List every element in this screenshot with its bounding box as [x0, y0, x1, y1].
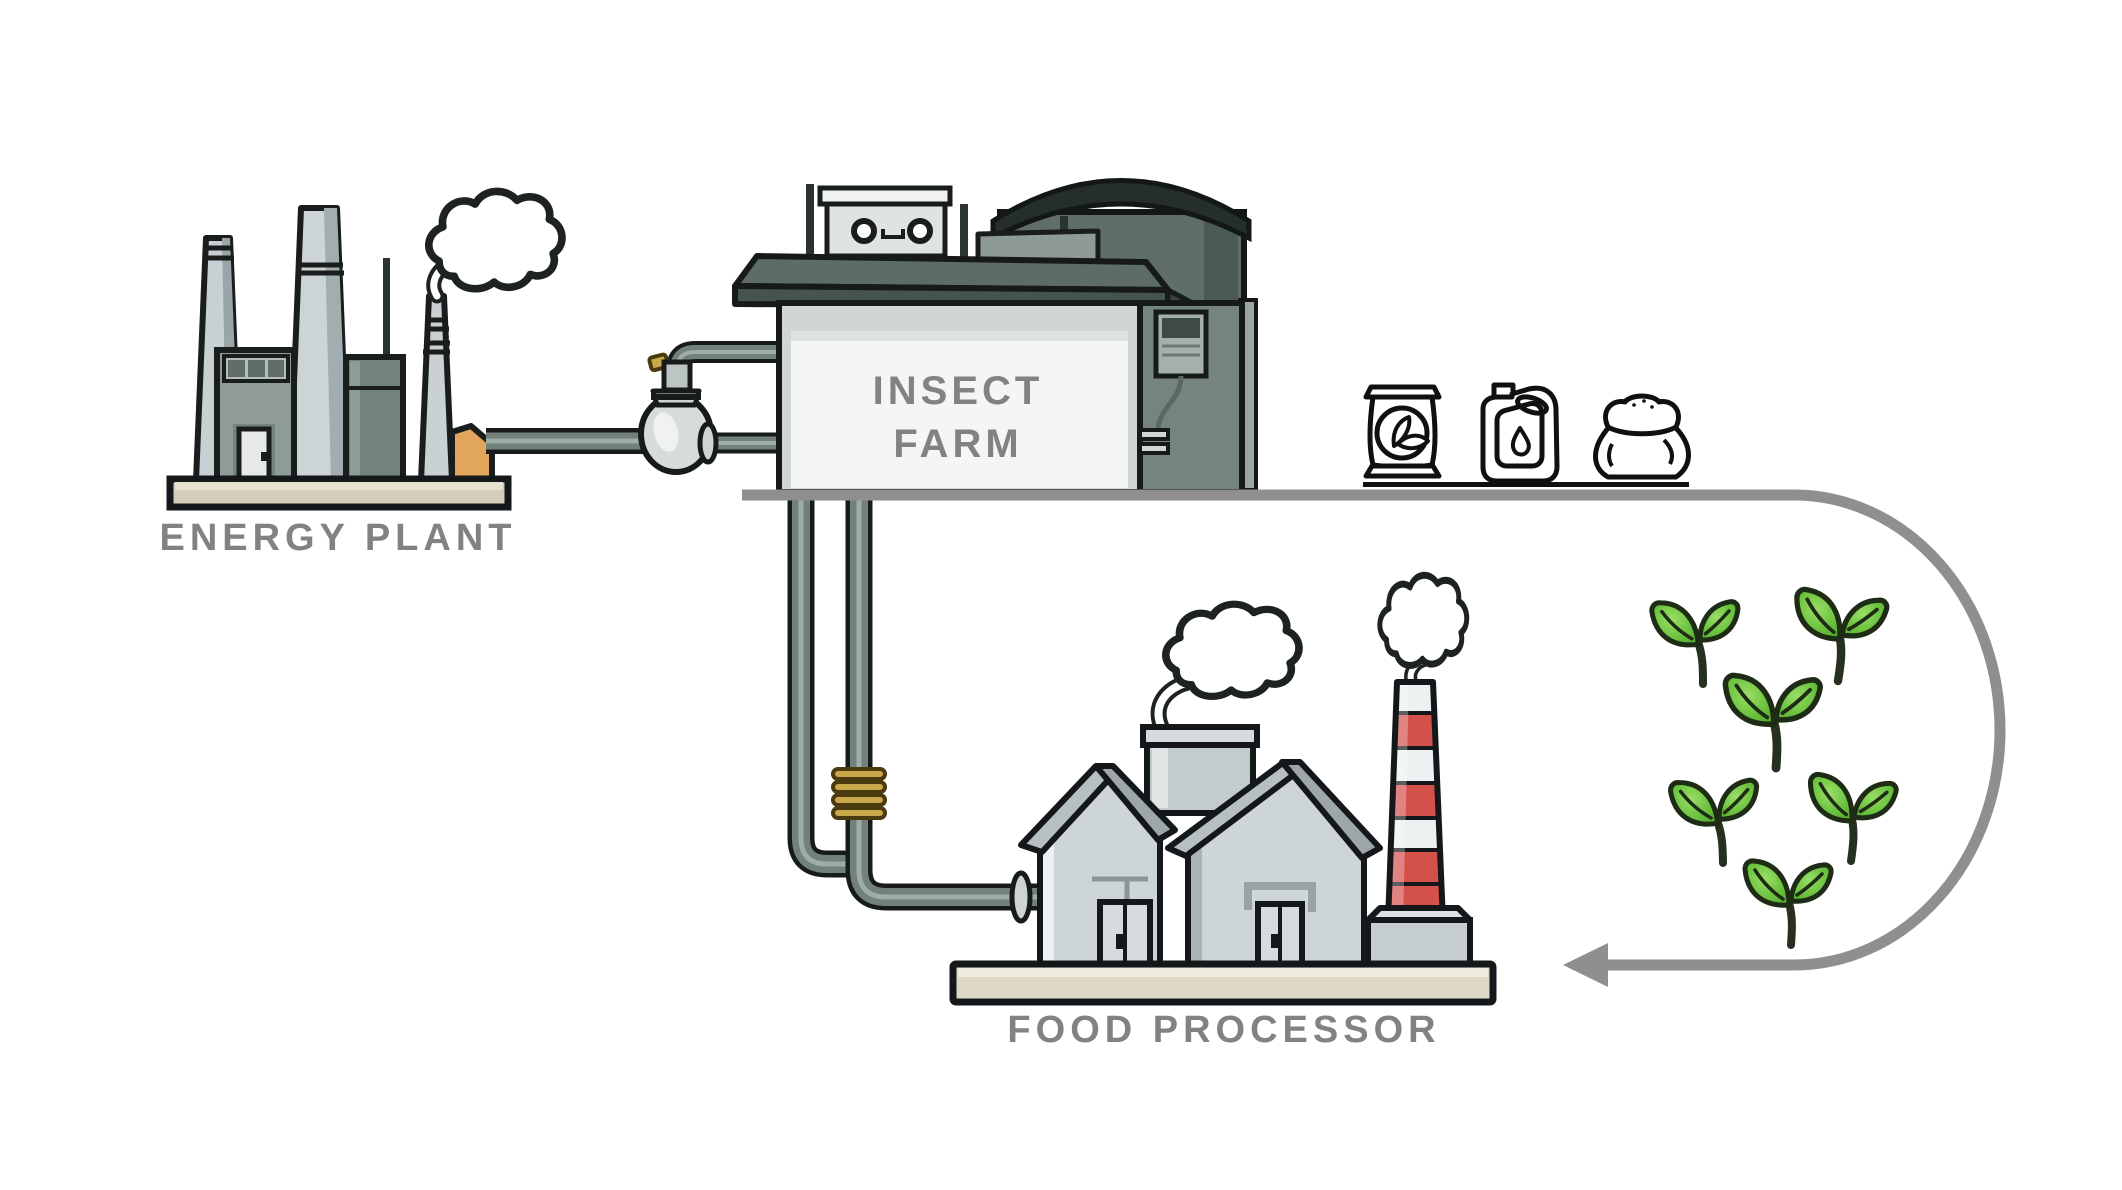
product-shelf — [1363, 382, 1691, 487]
smoke-icon — [1150, 604, 1299, 738]
seedling-field — [1651, 589, 1897, 945]
pipe-farm-to-processor — [787, 494, 1044, 924]
shelf-line — [1363, 482, 1689, 487]
seedling-icon — [1670, 776, 1763, 867]
smoke-icon — [429, 191, 562, 304]
seedling-icon — [1790, 589, 1888, 685]
smoke-icon — [1380, 575, 1467, 693]
pipe-coil — [831, 767, 887, 820]
seedling-icon — [1805, 774, 1897, 864]
oil-jug-icon — [1480, 382, 1560, 484]
food-processor-label: FOOD PROCESSOR — [1007, 1009, 1440, 1051]
insect-farm-label-line2: FARM — [893, 422, 1022, 466]
seedling-icon — [1745, 861, 1831, 945]
seedling-icon — [1725, 675, 1820, 768]
antenna-pole — [383, 258, 390, 362]
insect-farm-label-line1: INSECT — [873, 369, 1044, 413]
food-processor-illustration — [949, 575, 1497, 1006]
arrowhead-icon — [1563, 943, 1608, 987]
feed-bag-icon — [1363, 384, 1442, 479]
valve-icon — [638, 388, 714, 475]
meal-sack-icon — [1593, 393, 1691, 480]
pipe-energy-to-farm — [486, 341, 782, 475]
pipe-flange — [1009, 870, 1033, 924]
energy-plant-label: ENERGY PLANT — [159, 517, 516, 559]
control-box-icon — [817, 185, 953, 259]
insect-farm-illustration: INSECT FARM — [732, 178, 1258, 495]
energy-plant-illustration — [166, 191, 562, 511]
cycle-arrow — [742, 489, 2006, 987]
striped-smokestack-icon — [1365, 575, 1473, 969]
orange-shed — [449, 423, 495, 484]
